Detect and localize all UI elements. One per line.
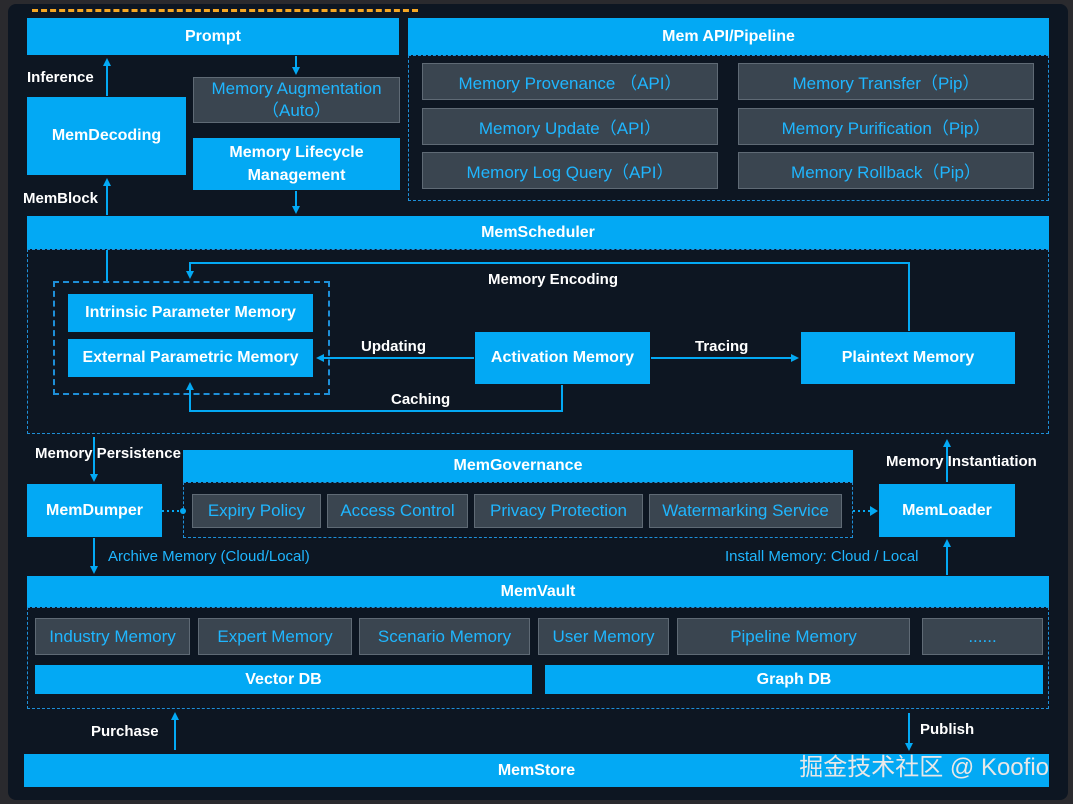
augmentation-line1: Memory Augmentation: [211, 79, 382, 98]
memory-persistence-label: Memory Persistence: [35, 445, 181, 462]
api-item-provenance: Memory Provenance （API）: [422, 63, 718, 100]
caching-label: Caching: [391, 391, 451, 408]
governance-item-expiry: Expiry Policy: [192, 494, 321, 528]
vault-item-more: ......: [922, 618, 1043, 655]
governance-item-label: Privacy Protection: [490, 501, 627, 520]
api-item-label: Memory Provenance （API）: [458, 74, 682, 93]
vault-item-label: Pipeline Memory: [730, 626, 857, 646]
graph-db-box: Graph DB: [545, 665, 1043, 694]
top-dashed-line: [32, 9, 418, 12]
memvault-title: MemVault: [500, 582, 576, 600]
vault-item-expert: Expert Memory: [198, 618, 352, 655]
inference-label: Inference: [27, 69, 94, 86]
updating-label: Updating: [361, 338, 426, 355]
memloader-label: MemLoader: [902, 501, 992, 519]
loader-arrowhead: [870, 506, 878, 516]
governance-item-access: Access Control: [327, 494, 468, 528]
graph-db-label: Graph DB: [756, 670, 832, 688]
vault-item-scenario: Scenario Memory: [359, 618, 530, 655]
memstore-title: MemStore: [497, 761, 576, 779]
memloader-box: MemLoader: [879, 484, 1015, 537]
memdecoding-label: MemDecoding: [51, 127, 162, 144]
plaintext-label: Plaintext Memory: [841, 349, 975, 366]
external-parametric-memory: External Parametric Memory: [68, 339, 313, 377]
vault-item-label: Industry Memory: [49, 626, 176, 646]
augmentation-line2: （Auto）: [262, 101, 331, 120]
memory-instantiation-label: Memory Instantiation: [886, 453, 1037, 470]
vault-container: [27, 607, 1049, 709]
intrinsic-label: Intrinsic Parameter Memory: [85, 304, 296, 321]
vault-item-label: Scenario Memory: [377, 626, 512, 646]
memgovernance-header: MemGovernance: [183, 450, 853, 482]
prompt-label: Prompt: [185, 27, 241, 45]
governance-item-watermarking: Watermarking Service: [649, 494, 842, 528]
install-memory-label: Install Memory: Cloud / Local: [725, 548, 919, 565]
api-item-label: Memory Rollback（Pip）: [791, 163, 981, 182]
activation-label: Activation Memory: [490, 349, 635, 366]
caching-arrow: [186, 382, 563, 412]
memscheduler-header: MemScheduler: [27, 216, 1049, 249]
api-pipeline-container: [408, 55, 1049, 201]
governance-item-label: Expiry Policy: [207, 501, 306, 520]
memgovernance-title: MemGovernance: [453, 457, 583, 474]
vault-item-user: User Memory: [538, 618, 669, 655]
external-label: External Parametric Memory: [82, 349, 299, 366]
api-item-update: Memory Update（API）: [422, 108, 718, 145]
memdecoding-box: MemDecoding: [27, 97, 186, 175]
watermark-text: 掘金技术社区 @ Koofio: [799, 754, 1049, 781]
lifecycle-line1: Memory Lifecycle: [229, 144, 364, 161]
api-item-label: Memory Update（API）: [478, 119, 662, 138]
intrinsic-parameter-memory: Intrinsic Parameter Memory: [68, 294, 313, 332]
governance-item-privacy: Privacy Protection: [474, 494, 643, 528]
memory-augmentation-box: Memory Augmentation （Auto）: [193, 77, 400, 123]
governance-item-label: Access Control: [340, 501, 455, 520]
memblock-label: MemBlock: [23, 190, 99, 207]
api-item-rollback: Memory Rollback（Pip）: [738, 152, 1034, 189]
governance-item-label: Watermarking Service: [662, 501, 829, 520]
api-item-label: Memory Purification（Pip）: [781, 119, 991, 138]
vector-db-box: Vector DB: [35, 665, 532, 694]
api-pipeline-title: Mem API/Pipeline: [662, 27, 795, 45]
memdumper-box: MemDumper: [27, 484, 162, 537]
api-item-log-query: Memory Log Query（API）: [422, 152, 718, 189]
memory-encoding-label: Memory Encoding: [488, 271, 619, 288]
parametric-memory-group: [53, 281, 330, 395]
memory-encoding-arrow: [186, 262, 910, 331]
prompt-box: Prompt: [27, 18, 399, 55]
memscheduler-title: MemScheduler: [481, 223, 595, 241]
vault-item-pipeline: Pipeline Memory: [677, 618, 910, 655]
memory-lifecycle-box: Memory Lifecycle Management: [193, 138, 400, 190]
lifecycle-line2: Management: [247, 167, 346, 184]
scheduler-container: [27, 249, 1049, 434]
vector-db-label: Vector DB: [245, 670, 322, 688]
api-item-transfer: Memory Transfer（Pip）: [738, 63, 1034, 100]
archive-memory-label: Archive Memory (Cloud/Local): [108, 548, 310, 565]
memvault-header: MemVault: [27, 576, 1049, 607]
activation-memory: Activation Memory: [475, 332, 650, 384]
vault-item-label: ......: [968, 626, 997, 646]
governance-connector-dot: [180, 508, 186, 514]
vault-item-industry: Industry Memory: [35, 618, 190, 655]
tracing-label: Tracing: [695, 338, 749, 355]
plaintext-memory: Plaintext Memory: [801, 332, 1015, 384]
api-item-label: Memory Log Query（API）: [466, 163, 674, 182]
api-item-label: Memory Transfer（Pip）: [792, 74, 980, 93]
publish-label: Publish: [920, 721, 975, 738]
api-item-purification: Memory Purification（Pip）: [738, 108, 1034, 145]
vault-item-label: User Memory: [552, 626, 655, 646]
memstore-box: MemStore: [24, 754, 1049, 787]
api-pipeline-header: Mem API/Pipeline: [408, 18, 1049, 55]
purchase-label: Purchase: [91, 723, 159, 740]
vault-item-label: Expert Memory: [217, 626, 333, 646]
memdumper-label: MemDumper: [46, 501, 143, 519]
